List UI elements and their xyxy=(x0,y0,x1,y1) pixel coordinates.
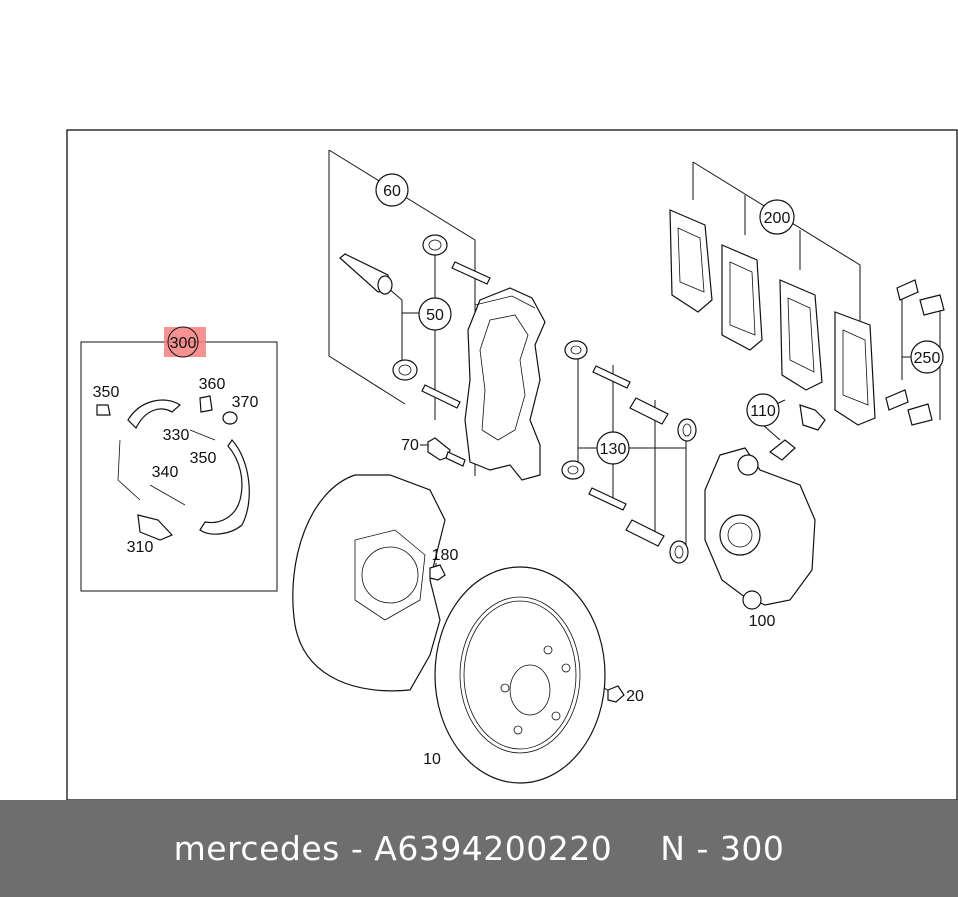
exploded-brake-diagram: 60 50 130 200 250 110 70 100 180 10 20 3… xyxy=(66,129,958,800)
brake-pads-drawing xyxy=(669,209,876,426)
pad-clips-drawing xyxy=(885,279,945,426)
label-330: 330 xyxy=(163,427,190,444)
guide-pins-and-boots-drawing xyxy=(339,234,491,409)
caliper-pins-drawing xyxy=(561,340,697,564)
label-100: 100 xyxy=(749,613,776,630)
caliper-bracket-drawing xyxy=(464,287,546,481)
label-110: 110 xyxy=(750,403,776,420)
label-300: 300 xyxy=(170,335,197,352)
label-70: 70 xyxy=(401,437,419,454)
diagram-frame xyxy=(66,129,958,800)
callout-60: 60 xyxy=(375,173,409,207)
bleeder-valve-drawing xyxy=(768,404,826,461)
brake-rotor-drawing xyxy=(434,566,606,784)
label-130: 130 xyxy=(600,441,627,458)
label-20: 20 xyxy=(626,688,644,705)
label-50: 50 xyxy=(426,307,444,324)
brand-name: mercedes xyxy=(173,829,340,868)
diagram-position: N - 300 xyxy=(660,829,785,868)
footer-part-line: mercedes - A6394200220 xyxy=(174,829,613,868)
callout-250: 250 xyxy=(910,340,944,374)
label-10: 10 xyxy=(423,751,441,768)
dust-shield-drawing xyxy=(292,474,446,692)
label-370: 370 xyxy=(232,394,259,411)
label-180: 180 xyxy=(432,547,459,564)
separator: - xyxy=(350,829,364,868)
parking-brake-inset xyxy=(80,341,278,592)
label-200: 200 xyxy=(764,210,791,227)
caliper-body-drawing xyxy=(704,447,816,610)
callout-50: 50 xyxy=(418,297,452,331)
bolt-70-drawing xyxy=(427,437,466,467)
part-number: A6394200220 xyxy=(374,829,613,868)
label-60: 60 xyxy=(383,183,401,200)
callout-130: 130 xyxy=(596,431,630,465)
label-350-bottom: 350 xyxy=(190,450,217,467)
screws-drawing xyxy=(429,564,625,703)
label-350-top: 350 xyxy=(93,384,120,401)
parking-brake-shoes-drawing xyxy=(96,395,250,541)
callout-200: 200 xyxy=(759,199,795,235)
part-info-footer: mercedes - A6394200220 N - 300 xyxy=(0,800,958,897)
callout-110: 110 xyxy=(746,393,780,427)
label-340: 340 xyxy=(152,464,179,481)
callout-300-highlighted[interactable]: 300 xyxy=(164,326,206,358)
label-250: 250 xyxy=(914,350,941,367)
label-310: 310 xyxy=(127,539,154,556)
label-360: 360 xyxy=(199,376,226,393)
